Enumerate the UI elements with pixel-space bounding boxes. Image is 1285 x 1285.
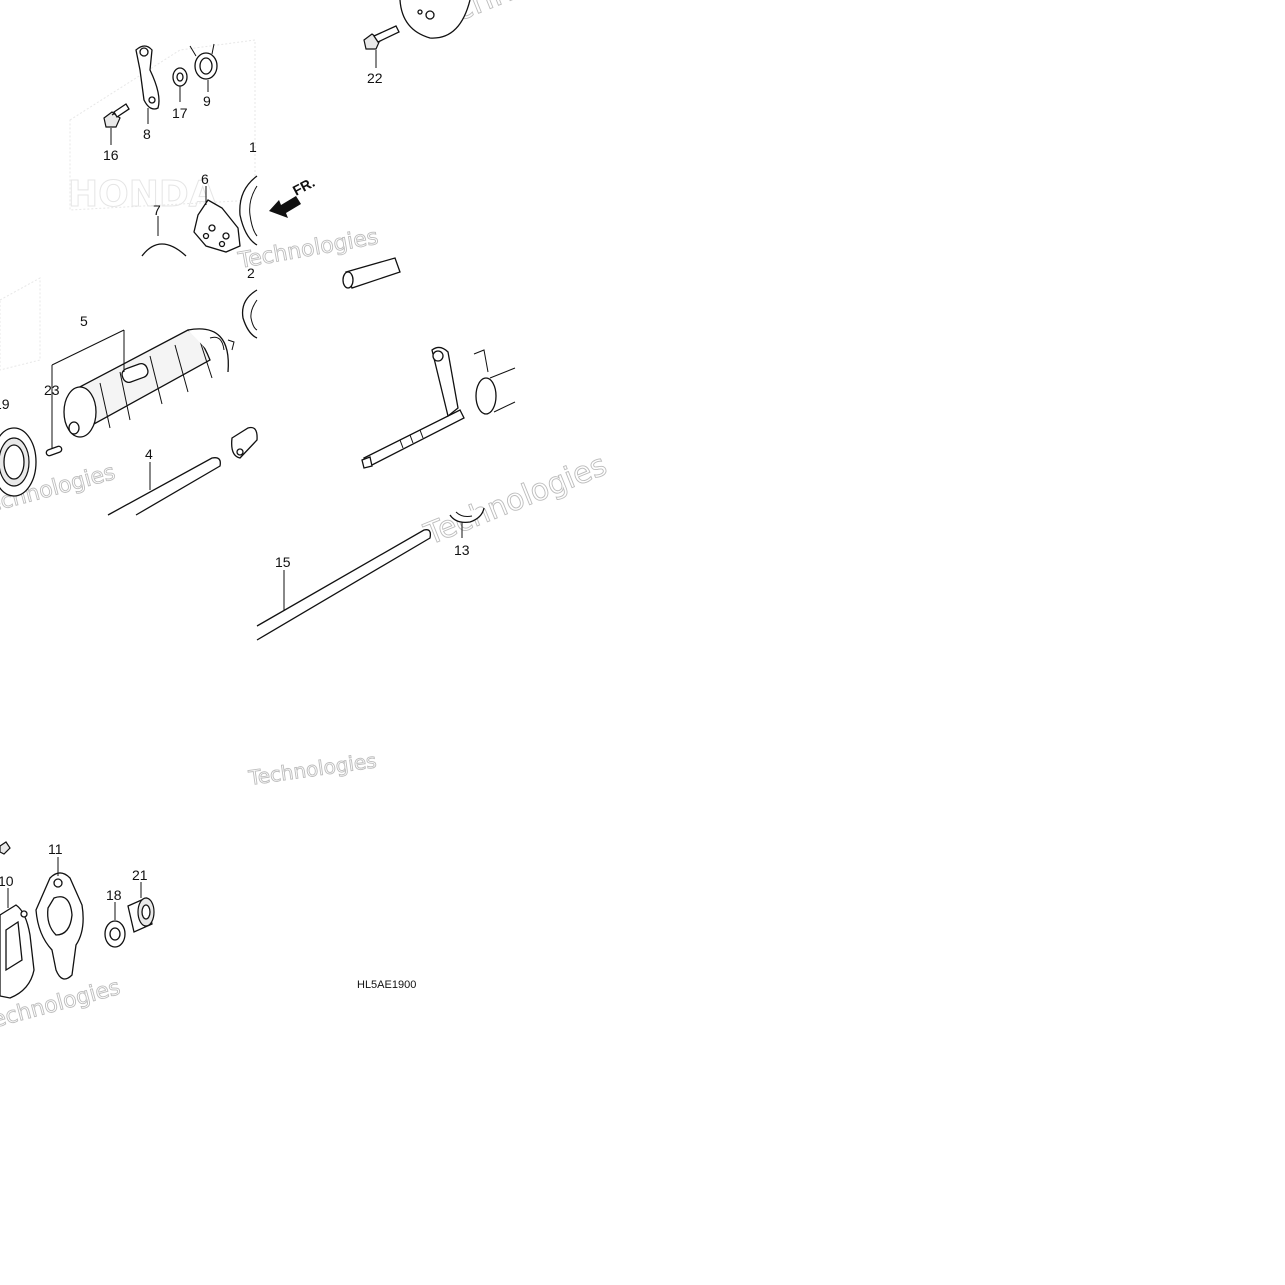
callout-label: 2 — [247, 265, 255, 281]
callout-label: 1 — [249, 139, 257, 155]
cover-plate-part — [399, 0, 471, 39]
shift-fork-shaft-part — [256, 529, 432, 641]
shift-fork-shaft-part — [107, 457, 221, 516]
o-ring-part — [141, 243, 187, 257]
callout-label: 8 — [143, 126, 151, 142]
callout-label: 9 — [203, 93, 211, 109]
bearing-part — [0, 427, 37, 497]
drawing-code: HL5AE1900 — [357, 979, 416, 991]
svg-text:HONDA: HONDA — [68, 174, 217, 215]
callout-label: 18 — [106, 887, 122, 903]
callout-label: 21 — [132, 867, 148, 883]
callout-label: 10 — [0, 873, 14, 889]
shift-plate-part — [0, 904, 35, 999]
bolt-part — [0, 841, 11, 855]
callout-label: 16 — [103, 147, 119, 163]
washer-part — [172, 67, 188, 87]
shift-fork-part — [449, 507, 485, 523]
collar-part — [342, 257, 401, 289]
callout-label: 13 — [454, 542, 470, 558]
callout-label: 5 — [80, 313, 88, 329]
callout-label: 7 — [153, 202, 161, 218]
callout-label: 11 — [48, 841, 63, 857]
brand-logo-watermark: HONDA — [0, 39, 256, 371]
gasket-part — [35, 872, 84, 980]
watermark-text: Technologies — [246, 748, 378, 790]
callout-label: 19 — [0, 396, 10, 412]
callout-label: 22 — [367, 70, 383, 86]
bolt-part — [103, 103, 130, 128]
gearshift-spindle-part — [361, 346, 516, 469]
shift-lever-part — [135, 45, 160, 110]
watermark-text: Technologies — [236, 225, 381, 274]
bearing-part — [127, 897, 155, 933]
watermark-text: Technologies — [419, 448, 612, 553]
washer-part — [104, 920, 126, 948]
spring-part — [189, 43, 218, 80]
callout-label: 4 — [145, 446, 153, 462]
callout-label: 6 — [201, 171, 209, 187]
shift-drum-part — [63, 328, 235, 438]
stopper-plate-part — [193, 199, 241, 253]
bearing-part — [241, 289, 258, 339]
callout-label: 17 — [172, 105, 188, 121]
callout-label: 23 — [44, 382, 60, 398]
shift-arm-part — [231, 426, 258, 459]
front-direction-arrow: FR. — [269, 174, 317, 218]
bearing-part — [239, 175, 258, 246]
direction-label: FR. — [290, 174, 317, 199]
bolt-part — [363, 25, 400, 50]
dowel-pin-part — [45, 445, 63, 457]
callout-label: 15 — [275, 554, 291, 570]
